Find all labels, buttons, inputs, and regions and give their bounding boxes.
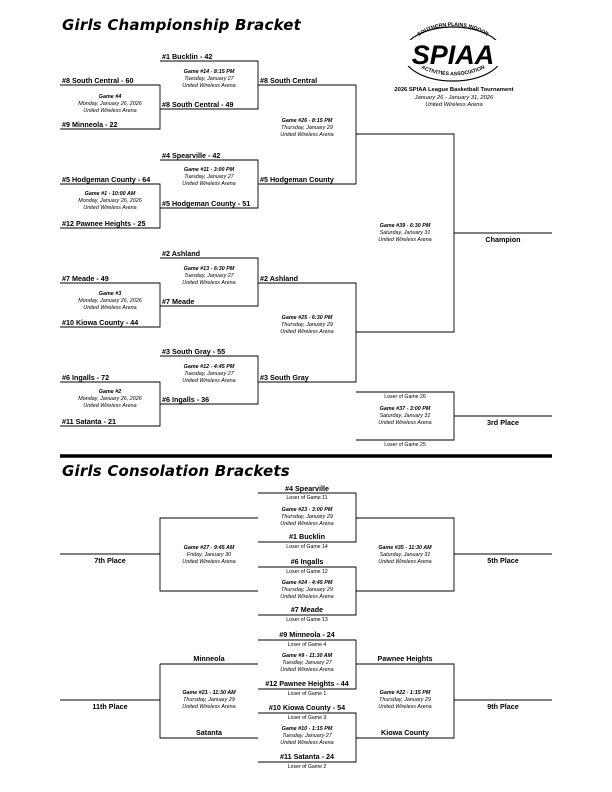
svg-text:SOUTHERN PLAINS INDOOR: SOUTHERN PLAINS INDOOR — [417, 22, 490, 38]
tournament-dates: January 26 - January 31, 2026 — [414, 95, 494, 101]
tournament-name: 2026 SPIAA League Basketball Tournament — [394, 87, 514, 93]
team-slot: #9 Minneola - 24 — [279, 630, 335, 639]
fifth-place-label: 5th Place — [487, 556, 519, 565]
team-slot: #9 Minneola - 22 — [62, 120, 118, 129]
loser-slot: Loser of Game 11 — [286, 495, 328, 501]
loser-slot: Loser of Game 14 — [286, 544, 328, 550]
team-slot: Kiowa County — [381, 728, 429, 737]
team-slot: #6 Ingalls - 72 — [62, 373, 110, 382]
team-slot: #8 South Central - 60 — [62, 76, 134, 85]
team-slot: #8 South Central - 49 — [162, 100, 234, 109]
loser-slot: Loser of Game 25 — [384, 442, 426, 448]
consolation-title: Girls Consolation Brackets — [62, 462, 290, 480]
team-slot: #7 Meade - 49 — [62, 274, 109, 283]
team-slot: #1 Bucklin — [289, 532, 325, 541]
loser-slot: Loser of Game 12 — [286, 569, 328, 575]
svg-text:SPIAA: SPIAA — [412, 40, 495, 70]
team-slot: Pawnee Heights — [377, 654, 433, 663]
team-slot: #5 Hodgeman County - 51 — [162, 199, 251, 208]
loser-slot: Loser of Game 4 — [287, 642, 327, 648]
team-slot: #12 Pawnee Heights - 44 — [265, 679, 349, 688]
team-slot: #8 South Central — [260, 76, 318, 85]
championship-title: Girls Championship Bracket — [62, 16, 301, 34]
loser-slot: Loser of Game 3 — [287, 715, 327, 721]
team-slot: #3 South Gray - 55 — [162, 347, 226, 356]
team-slot: #10 Kiowa County - 44 — [62, 318, 139, 327]
spiaa-logo: SOUTHERN PLAINS INDOOR SPIAA ACTIVITIES … — [398, 22, 508, 82]
loser-slot: Loser of Game 13 — [286, 617, 328, 623]
team-slot: #2 Ashland — [260, 274, 299, 283]
team-slot: #12 Pawnee Heights - 25 — [62, 219, 146, 228]
loser-slot: Loser of Game 2 — [287, 764, 327, 770]
champion-label: Champion — [485, 235, 521, 244]
team-slot: Satanta — [196, 728, 222, 737]
team-slot: #4 Spearville - 42 — [162, 151, 221, 160]
team-slot: Minneola — [193, 654, 225, 663]
tournament-venue: United Wireless Arena — [425, 102, 483, 108]
loser-slot: Loser of Game 26 — [384, 394, 426, 400]
loser-slot: Loser of Game 1 — [287, 691, 327, 697]
team-slot: #7 Meade — [290, 605, 324, 614]
team-slot: #4 Spearville — [285, 484, 329, 493]
team-slot: #6 Ingalls - 36 — [162, 395, 210, 404]
seventh-place-label: 7th Place — [94, 556, 126, 565]
team-slot: #5 Hodgeman County — [260, 175, 334, 184]
team-slot: #5 Hodgeman County - 64 — [62, 175, 151, 184]
third-place-label: 3rd Place — [487, 418, 519, 427]
team-slot: #6 Ingalls — [290, 557, 324, 566]
team-slot: #3 South Gray — [260, 373, 309, 382]
eleventh-place-label: 11th Place — [92, 702, 128, 711]
ninth-place-label: 9th Place — [487, 702, 519, 711]
team-slot: #1 Bucklin - 42 — [162, 52, 213, 61]
team-slot: #10 Kiowa County - 54 — [268, 703, 346, 712]
team-slot: #2 Ashland — [162, 249, 201, 258]
team-slot: #11 Satanta - 24 — [280, 752, 334, 761]
team-slot: #11 Satanta - 21 — [62, 417, 116, 426]
team-slot: #7 Meade — [162, 297, 195, 306]
